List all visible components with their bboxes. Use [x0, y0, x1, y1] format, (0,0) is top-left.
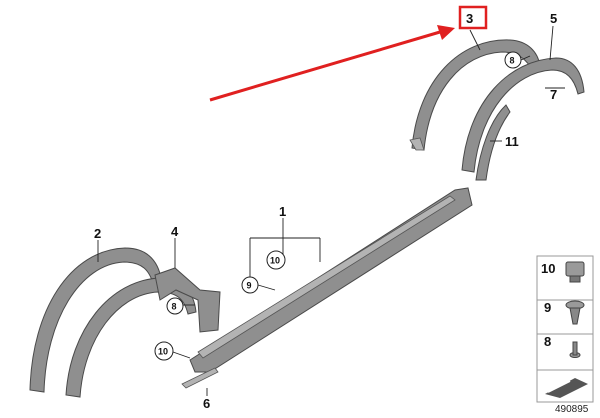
callout-4[interactable]: 4	[171, 224, 179, 239]
mud-strip-part-11[interactable]	[475, 104, 511, 181]
callout-8-front[interactable]: 8	[166, 297, 184, 315]
front-arch-inner-trim[interactable]	[65, 277, 197, 398]
callout-8-rear[interactable]: 8	[504, 51, 522, 69]
svg-text:8: 8	[172, 302, 177, 312]
callout-3[interactable]: 3	[466, 11, 473, 26]
callout-2[interactable]: 2	[94, 226, 101, 241]
legend-cell-8	[536, 333, 594, 371]
trim-corner-icon	[545, 378, 588, 398]
rear-arch-inner-trim-part-5[interactable]	[461, 57, 585, 173]
highlight-arrow	[209, 25, 455, 102]
side-sill-panel-part-1[interactable]	[189, 187, 473, 373]
legend-number-10: 10	[541, 261, 555, 276]
svg-text:10: 10	[270, 256, 280, 266]
bracket-part-6[interactable]	[181, 367, 219, 389]
clip-nut-icon	[565, 261, 585, 283]
highlight-box	[458, 5, 488, 30]
callout-10-front[interactable]: 10	[154, 341, 174, 361]
front-flap-part-4[interactable]	[154, 267, 221, 333]
expanding-rivet-icon	[565, 300, 585, 325]
svg-text:10: 10	[158, 347, 168, 357]
callout-1[interactable]: 1	[279, 204, 286, 219]
callout-7[interactable]: 7	[550, 87, 557, 102]
callout-9[interactable]: 9	[241, 276, 259, 294]
callout-5[interactable]: 5	[550, 11, 557, 26]
svg-text:8: 8	[510, 56, 515, 66]
fastener-legend: 10 9 8	[536, 255, 594, 403]
legend-number-9: 9	[544, 300, 551, 315]
leader-lines	[97, 25, 565, 396]
screw-icon	[569, 341, 581, 358]
svg-text:9: 9	[247, 281, 252, 291]
callout-10-sill[interactable]: 10	[266, 250, 286, 270]
legend-number-8: 8	[544, 334, 551, 349]
callout-6[interactable]: 6	[203, 396, 210, 411]
callout-11[interactable]: 11	[505, 134, 519, 149]
reference-code: 490895	[555, 404, 589, 415]
